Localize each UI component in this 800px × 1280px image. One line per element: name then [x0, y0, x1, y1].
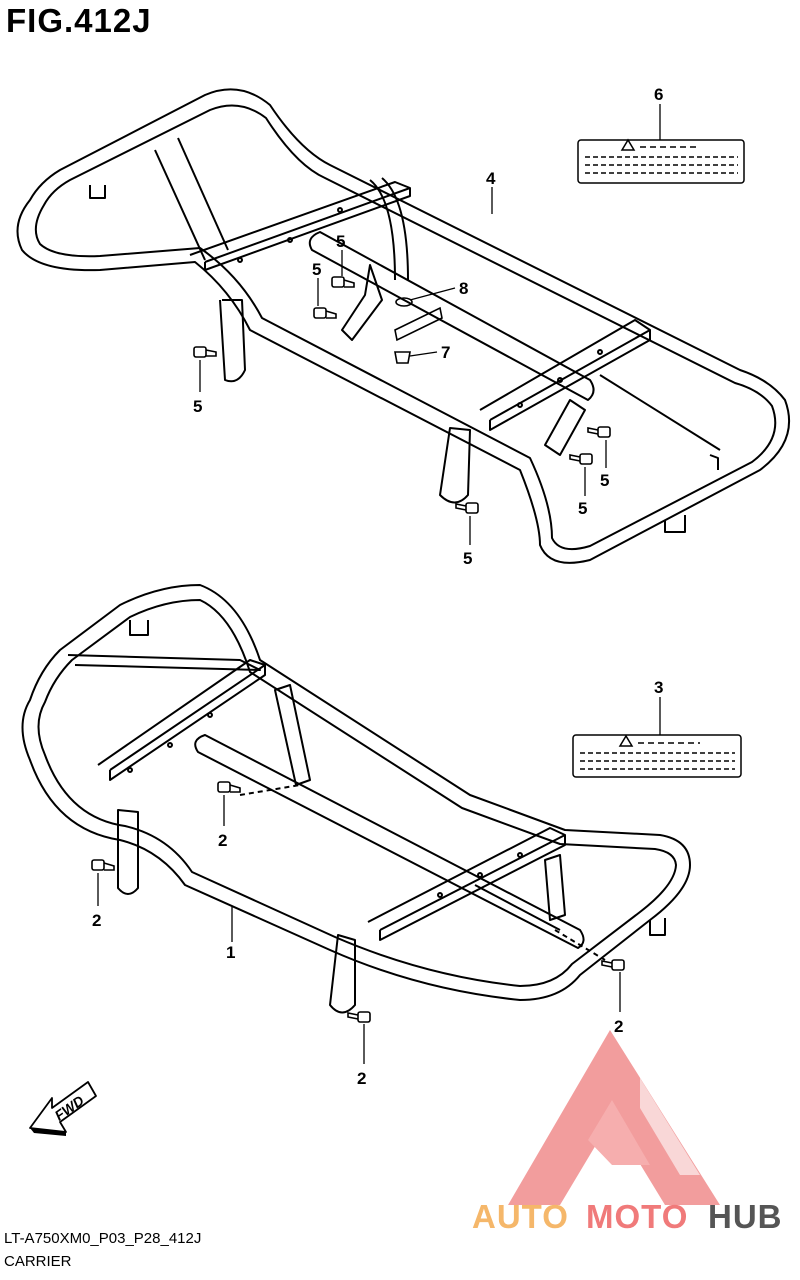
- callout-6: 6: [654, 85, 663, 104]
- callout-2: 2: [218, 831, 227, 850]
- watermark-text: AUTO MOTO HUB: [472, 1198, 783, 1235]
- bolt-group-lower: [91, 781, 625, 1023]
- figure-title: FIG.412J: [6, 2, 152, 39]
- callout-2: 2: [92, 911, 101, 930]
- callout-5: 5: [193, 397, 202, 416]
- callout-3: 3: [654, 678, 663, 697]
- leader-lines-upper: [199, 104, 661, 545]
- callout-5: 5: [600, 471, 609, 490]
- diagram-name: CARRIER: [4, 1253, 72, 1270]
- callout-4: 4: [486, 169, 496, 188]
- watermark-hub: HUB: [708, 1198, 783, 1235]
- callout-5: 5: [312, 260, 321, 279]
- callout-8: 8: [459, 279, 468, 298]
- callout-5: 5: [578, 499, 587, 518]
- callout-1: 1: [226, 943, 235, 962]
- callout-2: 2: [357, 1069, 366, 1088]
- watermark-moto: MOTO: [586, 1198, 688, 1235]
- warning-label-rear: [577, 138, 745, 184]
- callout-5: 5: [463, 549, 472, 568]
- carrier-rear-assembly: [16, 88, 791, 564]
- bolt-group-upper: [193, 276, 611, 514]
- warning-label-front: [572, 734, 742, 778]
- carrier-front-assembly: [21, 584, 691, 1014]
- fwd-arrow-icon: FWD: [29, 1081, 97, 1136]
- callout-7: 7: [441, 343, 450, 362]
- callout-5: 5: [336, 232, 345, 251]
- watermark-auto: AUTO: [472, 1198, 569, 1235]
- callout-2: 2: [614, 1017, 623, 1036]
- leader-lines-lower: [97, 697, 661, 1064]
- callout-numbers: 5 5 5 5 5 5 4 6 8 7 3 2 2 1 2 2: [92, 85, 663, 1088]
- watermark-logo: [508, 1030, 720, 1205]
- diagram-code: LT-A750XM0_P03_P28_412J: [4, 1230, 202, 1247]
